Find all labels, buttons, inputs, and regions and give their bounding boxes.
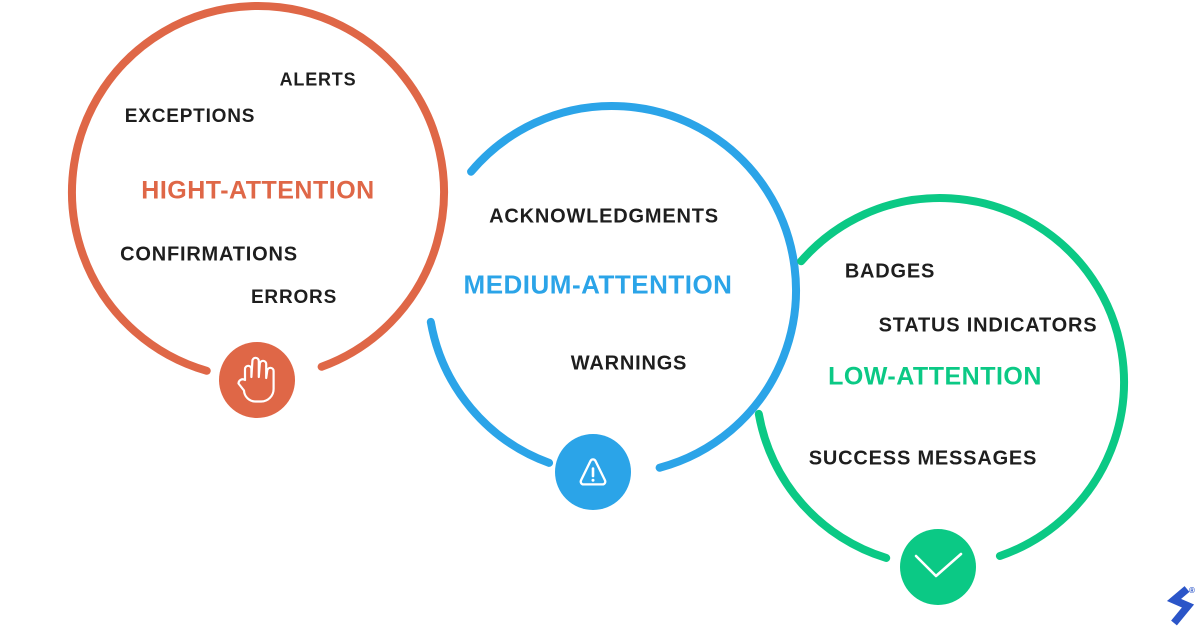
stop-hand-badge xyxy=(219,342,295,418)
checkmark-icon xyxy=(914,552,963,578)
low-attention-title: LOW-ATTENTION xyxy=(828,362,1042,391)
medium-attention-ring xyxy=(467,102,800,472)
label-status-indicators: STATUS INDICATORS xyxy=(878,314,1098,337)
high-attention-title: HIGHT-ATTENTION xyxy=(141,176,375,205)
high-attention-ring xyxy=(68,2,448,375)
registered-trademark: ® xyxy=(1189,586,1195,595)
medium-attention-title: MEDIUM-ATTENTION xyxy=(463,269,733,300)
label-acknowledgments: ACKNOWLEDGMENTS xyxy=(489,205,719,228)
low-attention-ring xyxy=(797,193,1128,560)
success-badge-circle xyxy=(900,529,976,605)
label-alerts: ALERTS xyxy=(279,69,357,90)
warning-badge xyxy=(555,434,631,510)
label-errors: ERRORS xyxy=(250,287,338,308)
stop-hand-badge-circle xyxy=(219,342,295,418)
low-attention-ring-segment xyxy=(754,409,891,562)
hand-icon xyxy=(237,356,275,403)
toptal-logo xyxy=(1166,586,1195,626)
warning-triangle-icon xyxy=(579,458,607,486)
label-exceptions: EXCEPTIONS xyxy=(124,106,256,127)
medium-attention-ring-segment xyxy=(426,317,554,467)
label-warnings: WARNINGS xyxy=(570,352,688,375)
success-badge xyxy=(900,529,976,605)
label-confirmations: CONFIRMATIONS xyxy=(120,243,298,266)
label-badges: BADGES xyxy=(844,260,936,283)
toptal-logo-mark xyxy=(1166,586,1195,626)
label-success-messages: SUCCESS MESSAGES xyxy=(808,447,1038,470)
